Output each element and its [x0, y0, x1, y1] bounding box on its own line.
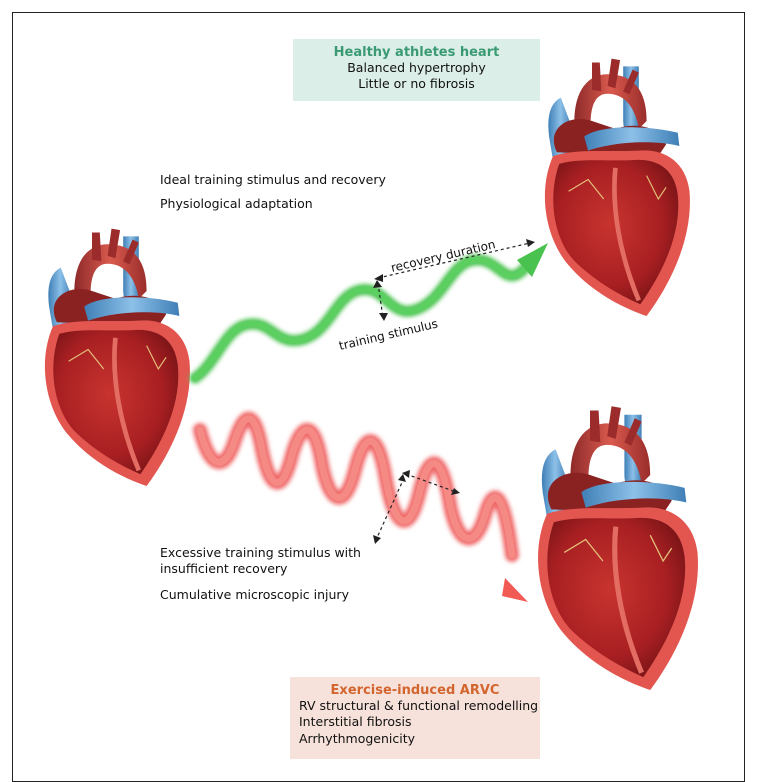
physiological-adaptation-text: Physiological adaptation [160, 196, 313, 212]
red-arrowhead [502, 578, 528, 602]
ideal-training-text: Ideal training stimulus and recovery [160, 172, 386, 188]
healthy-heart-illustration [545, 59, 690, 316]
healthy-line-1: Balanced hypertrophy [293, 60, 540, 76]
arvc-caption-box: Exercise-induced ARVC RV structural & fu… [290, 677, 540, 759]
excessive-stimulus-text: Excessive training stimulus with [160, 545, 361, 561]
healthy-heart-caption-box: Healthy athletes heart Balanced hypertro… [293, 39, 540, 101]
arvc-heart-illustration [538, 406, 698, 690]
training-stimulus-label: training stimulus [338, 317, 440, 353]
cumulative-injury-text: Cumulative microscopic injury [160, 587, 349, 603]
arvc-title: Exercise-induced ARVC [290, 683, 540, 698]
healthy-heart-title: Healthy athletes heart [293, 45, 540, 60]
healthy-line-2: Little or no fibrosis [293, 76, 540, 92]
starting-heart-illustration [45, 229, 190, 486]
insufficient-recovery-text: insufficient recovery [160, 561, 287, 577]
green-training-wave [195, 243, 548, 378]
arvc-line-3: Arrhythmogenicity [290, 731, 540, 747]
arvc-line-1: RV structural & functional remodelling [290, 698, 540, 714]
arvc-line-2: Interstitial fibrosis [290, 714, 540, 730]
